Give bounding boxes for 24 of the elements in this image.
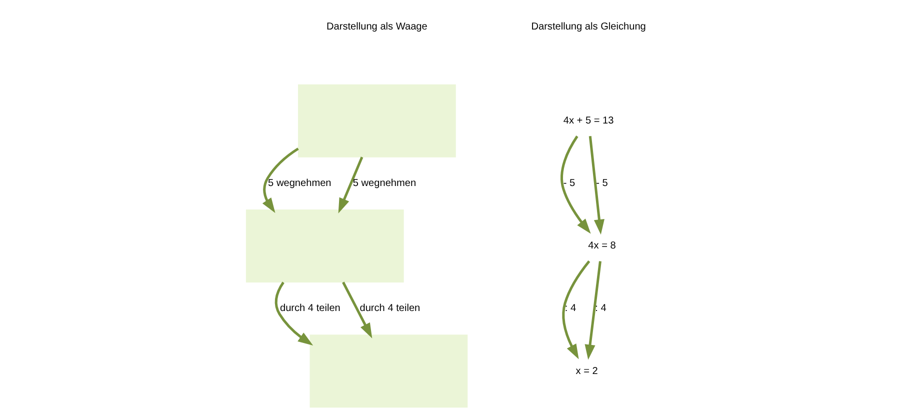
node-box (298, 84, 456, 158)
edge-label: 5 wegnehmen (268, 178, 332, 190)
edge-label: - 5 (596, 178, 608, 190)
label: Darstellung als Waage (326, 21, 428, 32)
edge-label: durch 4 teilen (360, 303, 420, 314)
edge-label: : 4 (564, 303, 576, 314)
arrow (338, 156, 364, 214)
label: Darstellung als Gleichung (531, 21, 646, 32)
arrow (274, 282, 314, 346)
node-text: 4x = 8 (588, 240, 616, 252)
arrow (562, 260, 590, 360)
edge-label: - 5 (563, 178, 576, 190)
arrow (262, 148, 299, 213)
node-text: 4x + 5 = 13 (563, 116, 614, 127)
edge-label: 5 wegnehmen (352, 178, 416, 190)
node-text: x = 2 (576, 366, 598, 377)
edge-label: : 4 (595, 303, 606, 314)
arrow (588, 136, 604, 235)
arrow (560, 136, 591, 234)
arrow (342, 282, 372, 338)
node-box (246, 210, 404, 283)
edge-label: durch 4 teilen (280, 303, 340, 314)
arrow (584, 261, 602, 360)
node-box (310, 334, 468, 408)
